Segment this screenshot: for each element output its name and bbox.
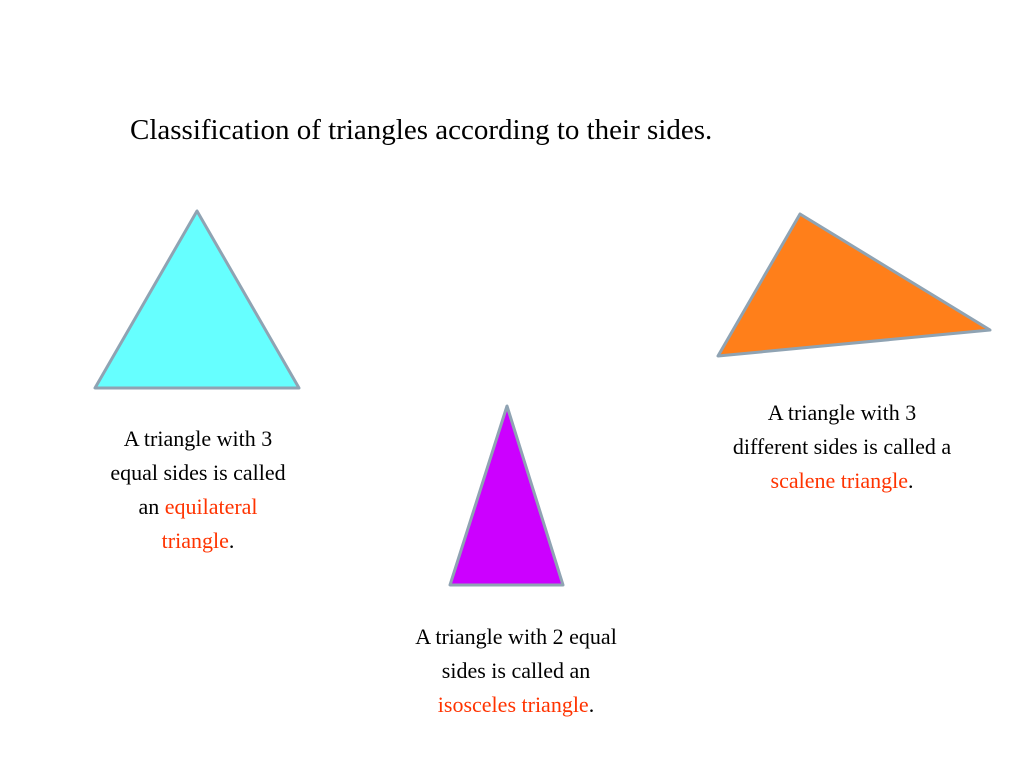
scalene-caption: A triangle with 3 different sides is cal… <box>692 396 992 498</box>
equilateral-caption-line-4: triangle. <box>78 524 318 558</box>
equilateral-caption-line-3: an equilateral <box>78 490 318 524</box>
isosceles-caption-line-3: isosceles triangle. <box>371 688 661 722</box>
scalene-period: . <box>907 468 914 493</box>
isosceles-caption: A triangle with 2 equal sides is called … <box>371 620 661 722</box>
scalene-caption-line-2: different sides is called a <box>732 434 952 459</box>
scalene-triangle-shape <box>716 212 992 358</box>
isosceles-term: isosceles triangle <box>437 692 589 717</box>
equilateral-term-part-2: triangle <box>161 528 229 553</box>
isosceles-triangle-shape <box>448 404 565 587</box>
scalene-term: scalene triangle <box>770 468 908 493</box>
isosceles-period: . <box>588 692 595 717</box>
equilateral-caption: A triangle with 3 equal sides is called … <box>78 422 318 558</box>
slide-title: Classification of triangles according to… <box>130 114 713 146</box>
scalene-caption-line-3: scalene triangle. <box>692 464 992 498</box>
equilateral-term-part-1: equilateral <box>164 494 258 519</box>
equilateral-triangle-shape <box>93 209 301 390</box>
isosceles-caption-line-1: A triangle with 2 equal <box>415 624 617 649</box>
equilateral-caption-prefix: an <box>138 494 165 519</box>
equilateral-caption-line-2: equal sides is called <box>110 460 286 485</box>
scalene-caption-line-1: A triangle with 3 <box>767 400 917 425</box>
equilateral-period: . <box>228 528 235 553</box>
isosceles-caption-line-2: sides is called an <box>441 658 591 683</box>
equilateral-caption-line-1: A triangle with 3 <box>123 426 273 451</box>
